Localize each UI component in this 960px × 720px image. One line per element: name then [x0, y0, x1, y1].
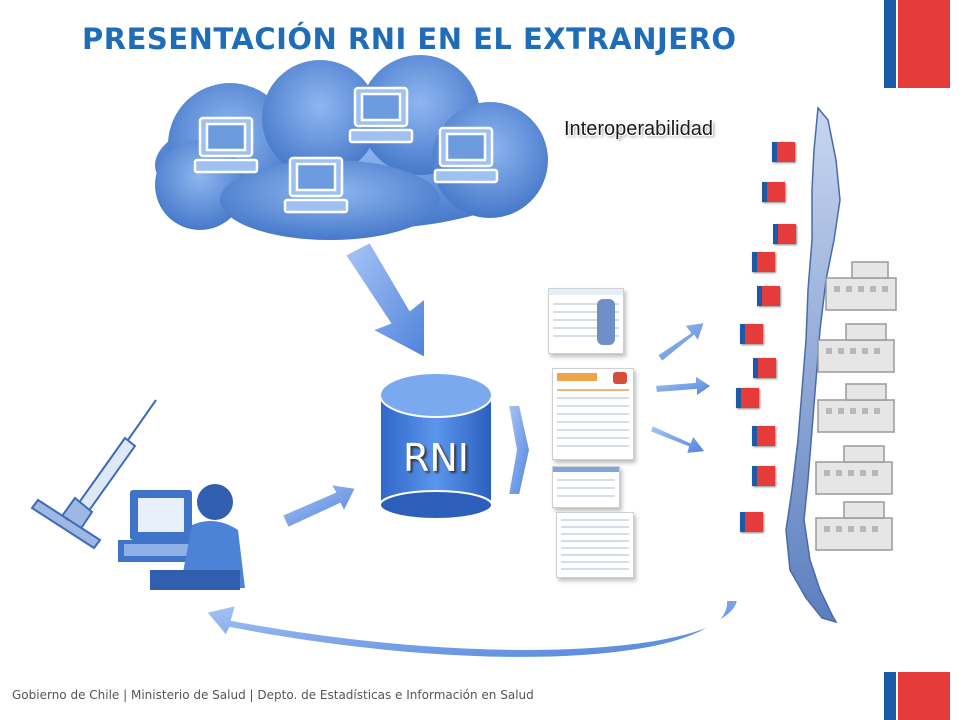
slide-title: PRESENTACIÓN RNI EN EL EXTRANJERO — [82, 22, 737, 56]
database-label: RNI — [402, 436, 470, 480]
logo-icon — [752, 426, 775, 446]
report-icon — [552, 368, 634, 460]
chile-flag-bottom — [884, 672, 950, 720]
report-icon — [556, 512, 634, 578]
map-icon — [785, 106, 841, 624]
logo-icon — [736, 388, 759, 408]
report-icon — [552, 466, 620, 508]
arrow-icon — [204, 599, 740, 659]
footer-text: Gobierno de Chile | Ministerio de Salud … — [12, 688, 534, 702]
chile-flag-top — [884, 0, 950, 88]
report-icon — [548, 288, 624, 354]
logo-icon — [740, 512, 763, 532]
logo-icon — [740, 324, 763, 344]
logo-icon — [772, 142, 795, 162]
arrow-icon — [280, 482, 358, 530]
syringe-icon — [30, 399, 157, 550]
database-icon — [379, 372, 493, 520]
nurse-icon — [118, 484, 245, 590]
arrow-icon — [648, 320, 714, 456]
logo-icon — [752, 252, 775, 272]
computer-icon — [193, 86, 499, 214]
logo-icon — [762, 182, 785, 202]
logo-icon — [773, 224, 796, 244]
interoperability-label: Interoperabilidad — [564, 118, 713, 140]
logo-icon — [752, 466, 775, 486]
logo-icon — [753, 358, 776, 378]
arrow-icon — [506, 404, 532, 496]
arrow-icon — [343, 240, 426, 360]
hospital-icon — [815, 261, 897, 551]
logo-icon — [757, 286, 780, 306]
